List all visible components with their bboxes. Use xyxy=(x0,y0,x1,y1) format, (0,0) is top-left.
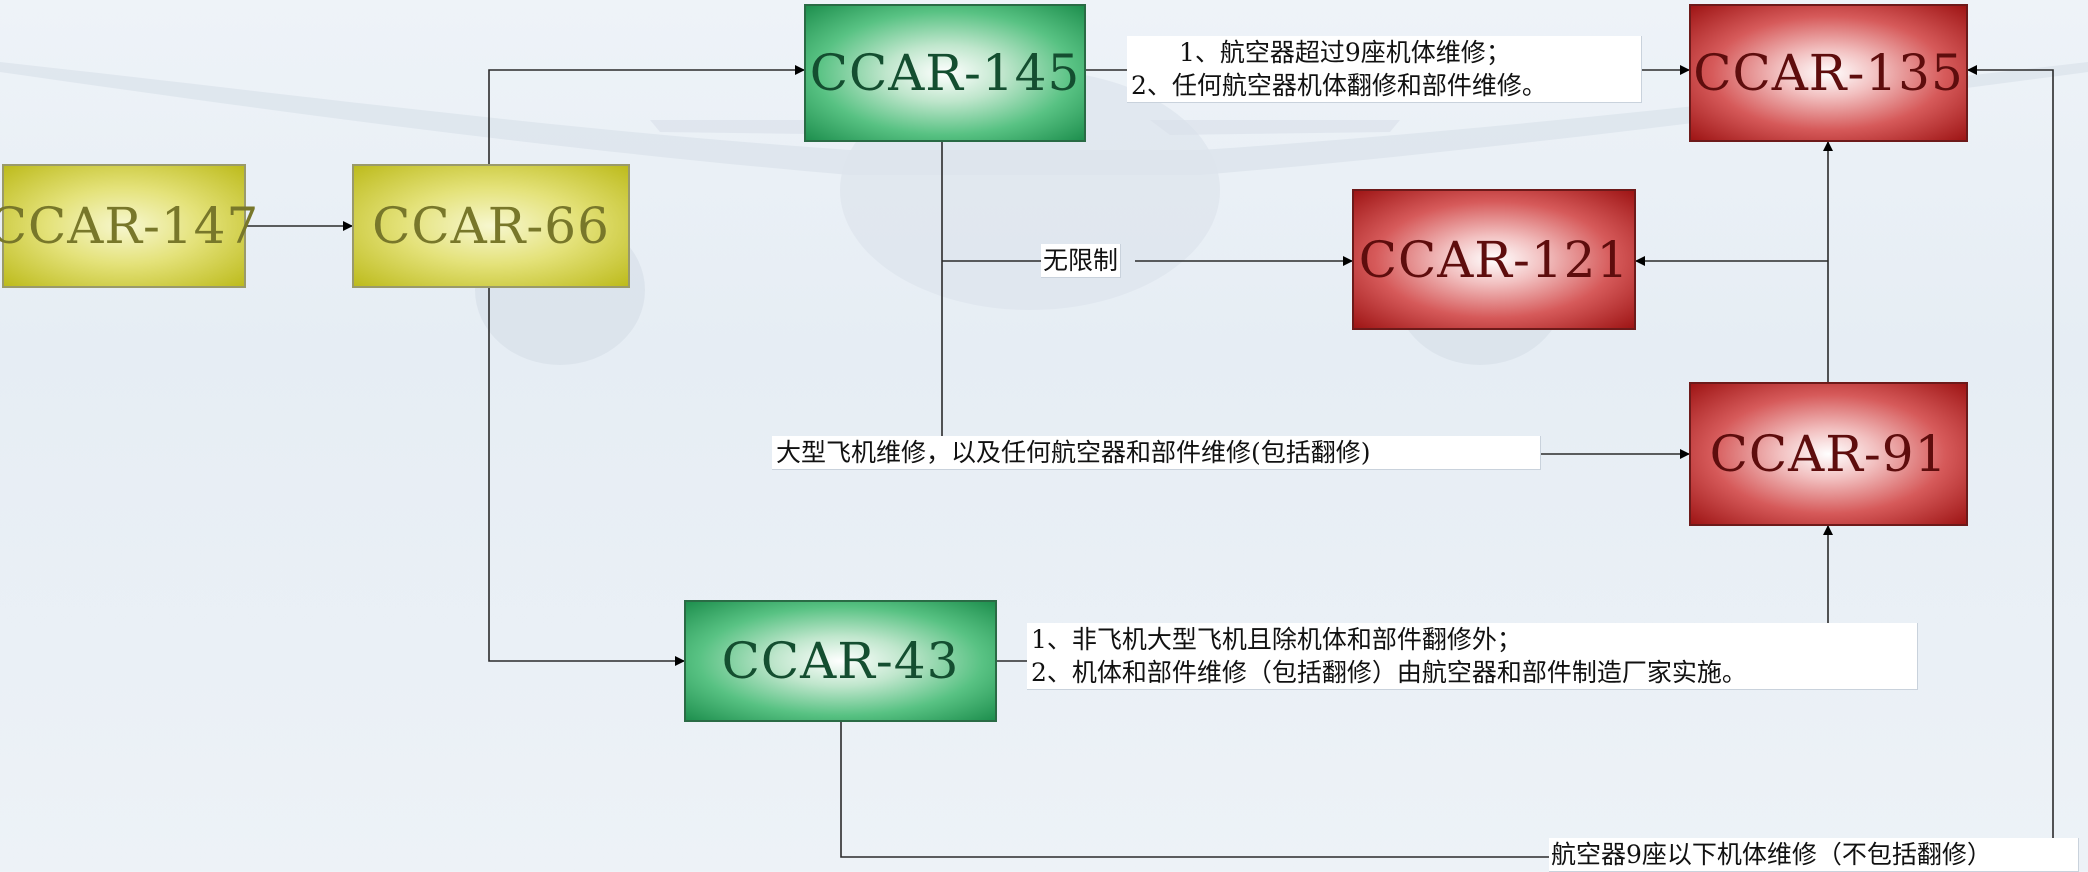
label-145-to-135-line1: 1、航空器超过9座机体维修； xyxy=(1179,38,1511,67)
node-ccar-66: CCAR-66 xyxy=(352,164,630,288)
label-145-to-91: 大型飞机维修，以及任何航空器和部件维修(包括翻修) xyxy=(772,436,1541,470)
node-ccar-91: CCAR-91 xyxy=(1689,382,1968,526)
edge-43-135-b xyxy=(1967,65,2054,857)
label-145-to-135: 1、航空器超过9座机体维修； 2、任何航空器机体翻修和部件维修。 xyxy=(1127,36,1642,103)
label-145-to-121: 无限制 xyxy=(1041,244,1122,278)
label-43-to-91: 1、非飞机大型飞机且除机体和部件翻修外； 2、机体和部件维修（包括翻修）由航空器… xyxy=(1027,623,1918,690)
node-ccar-147: CCAR-147 xyxy=(0,164,258,288)
edge-43-135-a xyxy=(840,722,1549,858)
label-43-to-91-line1: 1、非飞机大型飞机且除机体和部件翻修外； xyxy=(1031,625,1522,654)
node-ccar-145: CCAR-145 xyxy=(804,4,1086,142)
edge-66-145 xyxy=(488,65,805,164)
label-43-to-135: 航空器9座以下机体维修（不包括翻修） xyxy=(1549,838,2079,872)
node-ccar-43: CCAR-43 xyxy=(684,600,997,722)
edge-66-43 xyxy=(488,288,685,666)
node-ccar-135: CCAR-135 xyxy=(1689,4,1968,142)
label-43-to-91-line2: 2、机体和部件维修（包括翻修）由航空器和部件制造厂家实施。 xyxy=(1031,658,1747,687)
label-145-to-135-line2: 2、任何航空器机体翻修和部件维修。 xyxy=(1131,71,1547,100)
node-ccar-121: CCAR-121 xyxy=(1352,189,1636,330)
